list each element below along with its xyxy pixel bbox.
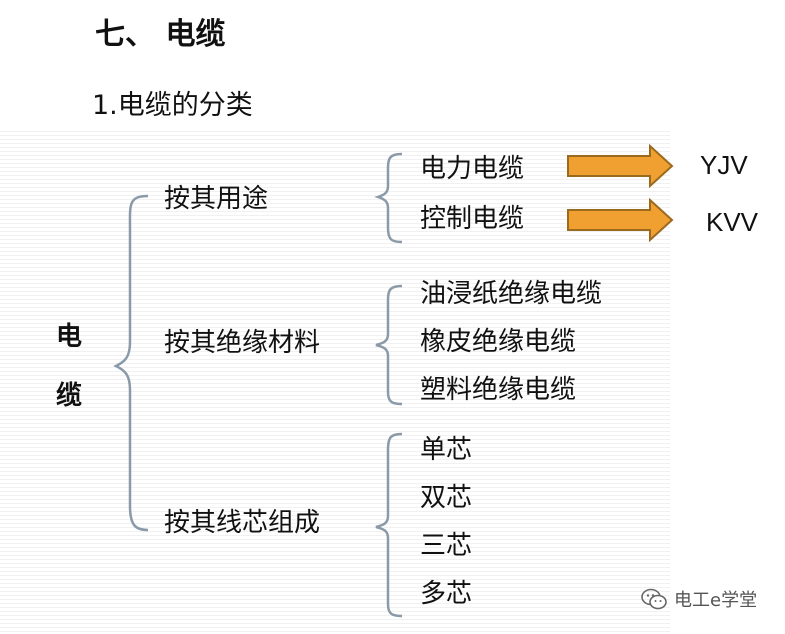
wechat-icon	[641, 588, 667, 610]
item-rubber-cable: 橡皮绝缘电缆	[420, 327, 577, 357]
item-power-cable: 电力电缆	[420, 154, 525, 184]
code-yjv: YJV	[700, 150, 748, 180]
main-brace	[113, 194, 149, 532]
item-oil-paper-cable: 油浸纸绝缘电缆	[420, 279, 603, 309]
watermark: 电工e学堂	[640, 586, 757, 612]
section-subtitle: 1.电缆的分类	[92, 90, 253, 121]
arrow-yjv	[567, 143, 674, 189]
arrow-kvv	[567, 197, 674, 243]
page-title: 七、 电缆	[95, 17, 226, 52]
item-dual-core: 双芯	[420, 483, 473, 513]
watermark-text: 电工e学堂	[674, 590, 758, 611]
item-single-core: 单芯	[420, 435, 473, 465]
item-plastic-cable: 塑料绝缘电缆	[420, 375, 577, 405]
striped-background	[0, 128, 670, 634]
item-control-cable: 控制电缆	[420, 204, 525, 234]
brace-core	[375, 432, 403, 618]
brace-usage	[374, 152, 403, 244]
item-multi-core: 多芯	[420, 579, 473, 609]
code-kvv: KVV	[706, 207, 759, 237]
category-usage: 按其用途	[164, 184, 269, 214]
item-three-core: 三芯	[420, 531, 473, 561]
root-char-1: 电	[56, 322, 83, 352]
root-char-2: 缆	[56, 381, 83, 411]
brace-insulation	[375, 284, 403, 406]
category-insulation: 按其绝缘材料	[164, 328, 321, 358]
category-core: 按其线芯组成	[164, 508, 321, 538]
